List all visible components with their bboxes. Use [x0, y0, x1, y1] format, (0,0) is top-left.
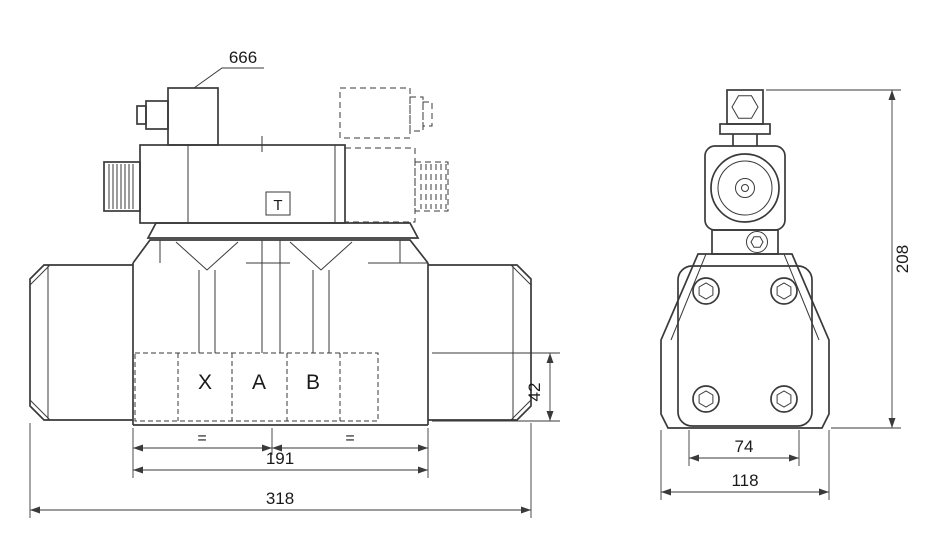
din-connector: [136, 87, 219, 146]
callout-666-label: 666: [229, 48, 257, 67]
callout-leader: [193, 67, 264, 89]
mounting-face-plate: [677, 265, 813, 427]
solenoid-tube: [704, 145, 786, 231]
port-face-dashed: [134, 352, 379, 422]
side-dimension-lines: [660, 89, 901, 500]
line-art: [29, 67, 901, 518]
mounting-bolt-top-left: [692, 277, 720, 305]
dimension-arrows: [30, 90, 896, 514]
top-bolt: [719, 89, 771, 146]
tube-adapter: [711, 229, 779, 255]
dim-74-label: 74: [735, 437, 754, 456]
equal-spacing-left-label: =: [197, 430, 206, 447]
right-end-cap: [428, 264, 532, 421]
front-view: [29, 67, 560, 518]
dim-42-label: 42: [525, 383, 544, 402]
dim-118-label: 118: [731, 471, 758, 490]
optional-solenoid-dashed: [339, 87, 449, 223]
mounting-bolt-bottom-left: [692, 385, 720, 413]
t-mark-box: [265, 191, 291, 216]
manual-override-knob: [103, 161, 141, 212]
port-a-label: A: [252, 371, 266, 394]
equal-spacing-right-label: =: [345, 430, 354, 447]
port-x-label: X: [198, 371, 212, 394]
mounting-bolt-top-right: [770, 277, 798, 305]
dim-208-label: 208: [893, 245, 912, 273]
labels: 666 T X A B = = 42 191 318 208 74 118: [197, 48, 912, 508]
mounting-bolt-bottom-right: [770, 385, 798, 413]
port-b-label: B: [306, 371, 320, 394]
front-dimension-lines: [29, 352, 560, 518]
spool-cavity-right: [289, 241, 353, 271]
dim-318-label: 318: [266, 489, 294, 508]
solenoid-coil: [139, 136, 346, 224]
side-view: [660, 89, 901, 500]
override-screw: [746, 231, 768, 253]
dim-191-label: 191: [266, 449, 294, 468]
left-end-cap: [29, 264, 133, 421]
side-body: [660, 253, 830, 429]
bolt-hex-icon: [731, 95, 759, 119]
valve-body: [132, 222, 429, 426]
solenoid-t-mark: T: [273, 197, 282, 214]
spool-cavity-left: [175, 241, 239, 271]
